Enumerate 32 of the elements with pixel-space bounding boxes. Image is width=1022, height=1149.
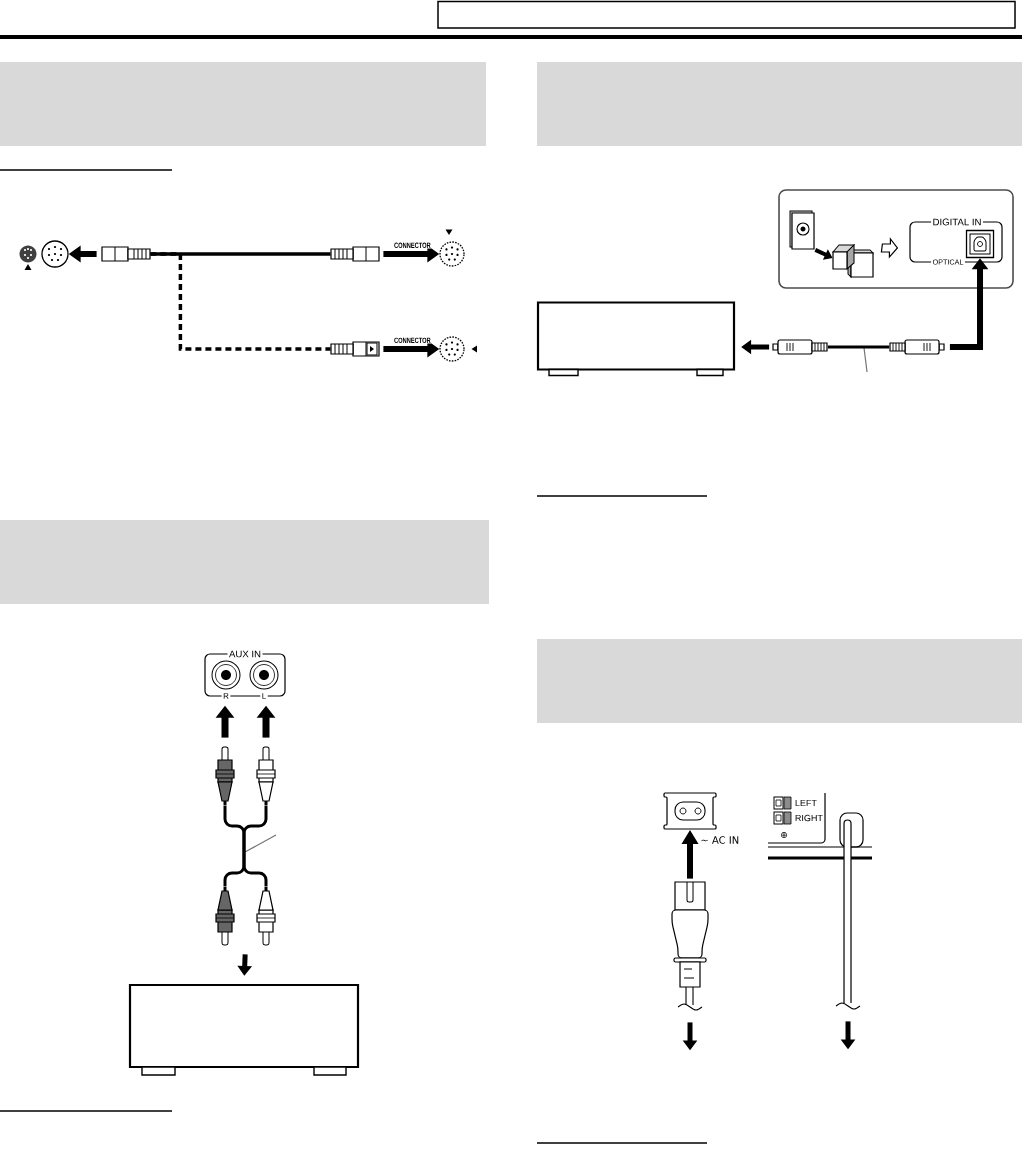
device-box: [128, 983, 360, 1076]
din-plug: [101, 246, 151, 262]
din-socket: [439, 336, 465, 362]
hollow-arrow: [880, 237, 899, 259]
inlet-label: ∼ AC IN: [701, 836, 739, 844]
optical-plug: [772, 339, 828, 355]
audio-plug: [215, 887, 235, 946]
audio-plug: [256, 746, 276, 805]
heading-band: [537, 639, 1022, 723]
audio-plug: [256, 887, 276, 946]
heading-band: [0, 62, 486, 146]
din-plug: [330, 246, 380, 262]
din-socket: [41, 240, 69, 268]
terminal-label: LEFT: [795, 799, 817, 807]
socket-drawing: [789, 210, 815, 250]
jack-label: L: [260, 691, 268, 701]
din-socket: [439, 241, 465, 267]
heading-band: [537, 62, 1022, 146]
cable: [150, 252, 331, 256]
heading-band: [0, 520, 489, 604]
optical-jack: [965, 229, 995, 259]
power-cord: [835, 812, 864, 1010]
cable: [827, 345, 890, 349]
jack-label: R: [221, 691, 231, 701]
optical-plug: [889, 339, 945, 355]
dust-cap-drawing: [832, 244, 874, 278]
audio-plug: [215, 746, 235, 805]
device-box: [536, 301, 736, 377]
terminal-label: RIGHT: [795, 814, 823, 822]
polarity-mark: ⊕: [781, 832, 787, 838]
power-plug: [671, 881, 709, 1011]
inset-panel: [778, 189, 1014, 289]
